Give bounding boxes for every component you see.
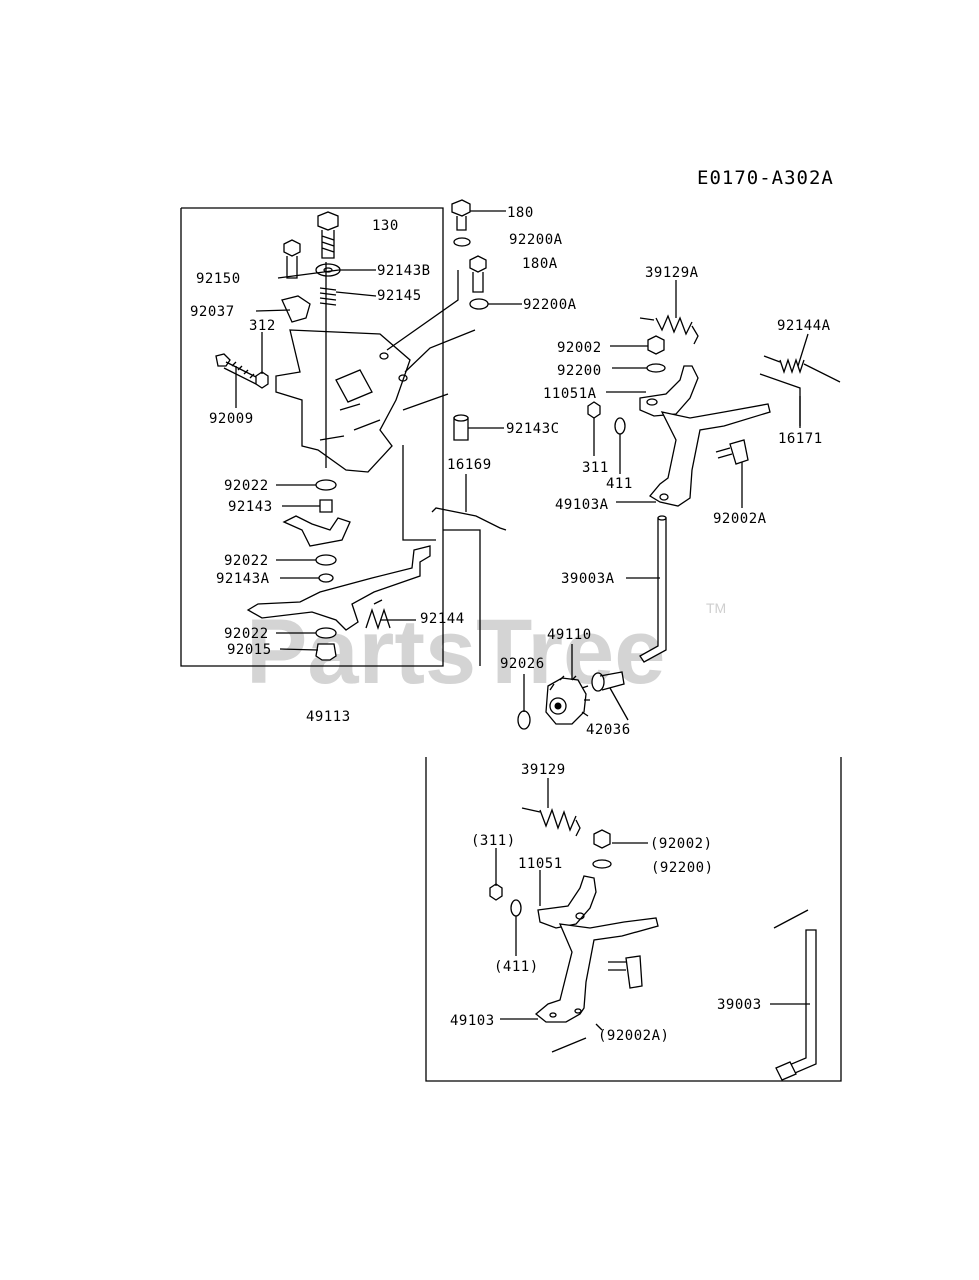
label-92022-c: 92022 (224, 626, 269, 642)
washer-92026 (517, 710, 531, 730)
nut-92015 (315, 643, 337, 661)
label-92144A: 92144A (777, 318, 831, 334)
rod-16169 (431, 507, 507, 531)
label-312: 312 (249, 318, 276, 334)
lever-11051 (537, 875, 597, 929)
label-92009: 92009 (209, 411, 254, 427)
clip-92037 (281, 295, 311, 323)
bolt-92002 (647, 335, 665, 355)
label-42036: 42036 (586, 722, 631, 738)
lever-11051A (639, 365, 699, 417)
washer-92022-a (315, 479, 337, 491)
bolt-180A (469, 255, 487, 293)
washer-411-alt (510, 899, 522, 917)
label-49103: 49103 (450, 1013, 495, 1029)
nut-312 (255, 371, 269, 389)
gear-49110 (545, 675, 590, 725)
washer-92022-b (315, 554, 337, 566)
label-92002-paren: (92002) (650, 836, 713, 852)
spring-92145 (319, 287, 337, 306)
collar-92143A (318, 573, 334, 583)
governor-lever (246, 545, 431, 631)
rod-16171 (759, 373, 801, 426)
spring-92144 (365, 599, 391, 631)
label-92026: 92026 (500, 656, 545, 672)
label-411-paren: (411) (494, 959, 539, 975)
bolt-130 (317, 211, 339, 259)
label-16169: 16169 (447, 457, 492, 473)
label-92200: 92200 (557, 363, 602, 379)
label-92150: 92150 (196, 271, 241, 287)
shaft-42036 (591, 671, 625, 692)
part-labels: 130 180 92200A 180A 92200A 92150 92143B … (190, 205, 831, 1044)
bolt-92009 (215, 353, 259, 385)
label-39003: 39003 (717, 997, 762, 1013)
washer-92200A-top (453, 237, 471, 247)
label-49113: 49113 (306, 709, 351, 725)
label-39129A: 39129A (645, 265, 699, 281)
label-16171: 16171 (778, 431, 823, 447)
nut-311-alt (489, 883, 503, 901)
label-92143C: 92143C (506, 421, 560, 437)
bolt-92002A-alt (608, 955, 643, 989)
spring-39129A (639, 314, 699, 345)
washer-92200A (469, 298, 489, 310)
watermark-trademark: TM (706, 600, 726, 616)
bolt-92002A (715, 439, 749, 465)
washer-92022-c (315, 627, 337, 639)
rod-39003 (773, 909, 817, 1081)
nut-311 (587, 401, 601, 419)
label-92200A: 92200A (523, 297, 577, 313)
label-92022-b: 92022 (224, 553, 269, 569)
frame-governor-box (180, 207, 444, 667)
washer-411 (614, 417, 626, 435)
dashed-leaders (386, 270, 481, 666)
label-92002A-paren: (92002A) (598, 1028, 669, 1044)
washer-92143B (315, 263, 341, 277)
label-92143B: 92143B (377, 263, 431, 279)
rod-end-alt (551, 1037, 587, 1053)
label-180A: 180A (522, 256, 558, 272)
label-92144: 92144 (420, 611, 465, 627)
label-11051: 11051 (518, 856, 563, 872)
label-92002A: 92002A (713, 511, 767, 527)
label-11051A: 11051A (543, 386, 597, 402)
label-49110: 49110 (547, 627, 592, 643)
frame-alternate-box (425, 757, 842, 1082)
bracket-middle (282, 515, 351, 547)
label-411: 411 (606, 476, 633, 492)
label-311: 311 (582, 460, 609, 476)
leader-lines (235, 210, 810, 1031)
label-180: 180 (507, 205, 534, 221)
diagram-code: E0170-A302A (697, 167, 834, 189)
collar-92143 (319, 499, 333, 513)
label-92200-paren: (92200) (651, 860, 714, 876)
spring-92144A (763, 355, 841, 383)
label-92143A: 92143A (216, 571, 270, 587)
label-92015: 92015 (227, 642, 272, 658)
label-49103A: 49103A (555, 497, 609, 513)
collar-92143C (453, 414, 469, 441)
label-39003A: 39003A (561, 571, 615, 587)
label-92002: 92002 (557, 340, 602, 356)
label-130: 130 (372, 218, 399, 234)
bracket-49103A (649, 403, 771, 507)
label-92200A-top: 92200A (509, 232, 563, 248)
bolt-180 (451, 199, 471, 231)
bolt-92150 (283, 239, 301, 279)
washer-92200 (646, 363, 666, 373)
label-92143: 92143 (228, 499, 273, 515)
label-92145: 92145 (377, 288, 422, 304)
label-39129: 39129 (521, 762, 566, 778)
governor-plate (275, 329, 411, 473)
rod-39003A (639, 515, 667, 663)
washer-92200-alt (592, 859, 612, 869)
bracket-49103 (534, 917, 659, 1023)
label-92037: 92037 (190, 304, 235, 320)
label-92022-a: 92022 (224, 478, 269, 494)
bolt-92002-alt (593, 829, 611, 849)
label-311-paren: (311) (471, 833, 516, 849)
spring-39129 (521, 807, 581, 837)
